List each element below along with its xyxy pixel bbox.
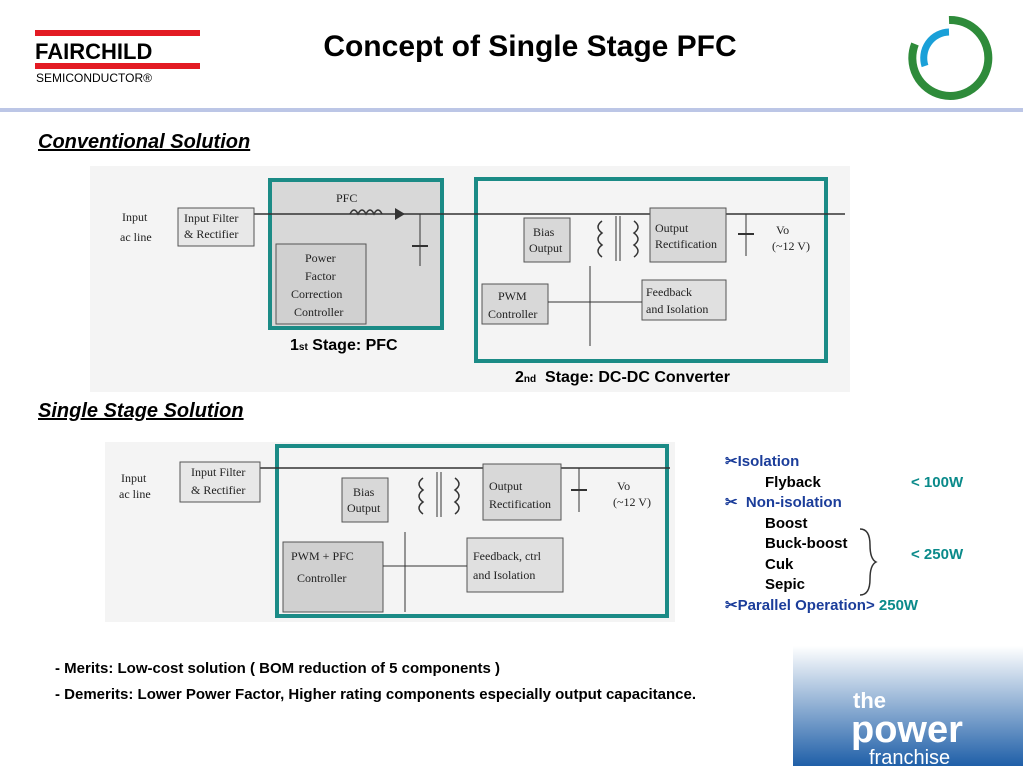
item-buck-boost: Buck-boost [765,535,848,552]
svg-text:(~12 V): (~12 V) [613,495,651,509]
notes: - Merits: Low-cost solution ( BOM reduct… [55,656,696,708]
slide-title: Concept of Single Stage PFC [323,30,737,63]
item-sepic: Sepic [765,576,806,593]
svg-text:Output: Output [489,479,523,493]
svg-text:Correction: Correction [291,287,342,301]
item-cuk: Cuk [765,555,794,573]
conventional-heading: Conventional Solution [38,131,251,153]
svg-text:Feedback, ctrl: Feedback, ctrl [473,549,542,563]
svg-text:Input Filter: Input Filter [184,211,238,225]
item-boost: Boost [765,514,808,532]
swirl-logo-icon [905,14,993,102]
svg-text:PWM: PWM [498,289,527,303]
svg-text:Input Filter: Input Filter [191,465,245,479]
svg-text:Vo: Vo [776,223,789,237]
svg-text:Input: Input [122,210,148,224]
svg-text:Feedback: Feedback [646,285,692,299]
svg-text:Factor: Factor [305,269,336,283]
svg-text:ac line: ac line [120,230,152,244]
svg-text:PWM + PFC: PWM + PFC [291,549,354,563]
bullet-icon: ✂ [725,453,738,470]
bullet-non-isolation: ✂ Non-isolation [725,494,842,511]
svg-text:PFC: PFC [336,191,357,205]
svg-text:Output: Output [347,501,381,515]
header-rule [0,108,1023,112]
item-flyback: Flyback [765,473,821,491]
svg-text:power: power [851,709,963,751]
fairchild-logo: FAIRCHILD SEMICONDUCTOR® [35,30,205,88]
svg-text:Output: Output [529,241,563,255]
svg-text:Controller: Controller [294,305,343,319]
svg-text:and Isolation: and Isolation [473,568,535,582]
svg-text:Vo: Vo [617,479,630,493]
power-franchise-logo: the power franchise [793,646,1023,769]
svg-text:FAIRCHILD: FAIRCHILD [35,39,152,64]
svg-text:Bias: Bias [353,485,375,499]
single-stage-heading: Single Stage Solution [38,400,244,422]
merits-line: - Merits: Low-cost solution ( BOM reduct… [55,660,500,677]
bullet-isolation: ✂Isolation [725,453,800,470]
svg-text:Input: Input [121,471,147,485]
conventional-diagram: Input ac line Input Filter & Rectifier P… [90,166,850,392]
svg-text:Rectification: Rectification [655,237,717,251]
non-isolation-value: < 250W [911,546,964,563]
svg-text:& Rectifier: & Rectifier [191,483,245,497]
svg-text:Output: Output [655,221,689,235]
svg-text:franchise: franchise [869,747,950,766]
svg-text:ac line: ac line [119,487,151,501]
brace-icon [858,527,878,597]
svg-text:Bias: Bias [533,225,555,239]
demerits-line: - Demerits: Lower Power Factor, Higher r… [55,686,696,703]
stage2-label: 2nd Stage: DC-DC Converter [515,369,730,386]
stage1-label: 1st Stage: PFC [290,337,398,354]
svg-text:Controller: Controller [297,571,346,585]
svg-text:Controller: Controller [488,307,537,321]
topology-list: ✂Isolation Flyback < 100W ✂ Non-isolatio… [725,452,985,616]
svg-text:Rectification: Rectification [489,497,551,511]
svg-text:the: the [853,688,886,713]
svg-text:& Rectifier: & Rectifier [184,227,238,241]
svg-text:(~12 V): (~12 V) [772,239,810,253]
flyback-value: < 100W [911,474,964,491]
bullet-icon: ✂ [725,494,738,511]
single-stage-diagram: Input ac line Input Filter & Rectifier B… [105,442,675,622]
bullet-parallel: ✂Parallel Operation> 250W [725,596,919,614]
svg-text:SEMICONDUCTOR®: SEMICONDUCTOR® [36,71,152,85]
bullet-icon: ✂ [725,596,738,614]
svg-text:and Isolation: and Isolation [646,302,708,316]
svg-text:Power: Power [305,251,336,265]
